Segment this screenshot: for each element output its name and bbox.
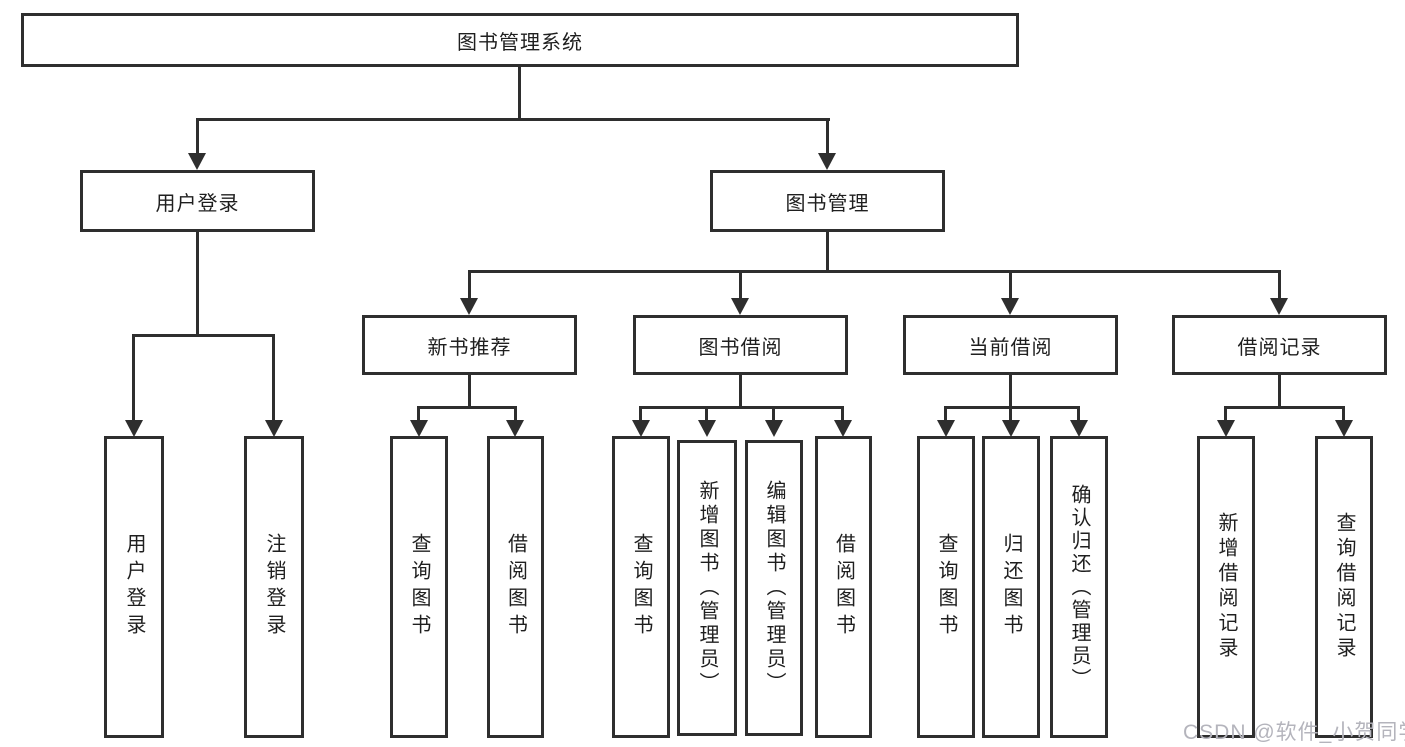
connector-drop	[1224, 406, 1227, 422]
leaf-query-books-recommend-label: 查询图书	[408, 533, 430, 641]
leaf-query-books-borrow-label: 查询图书	[630, 533, 652, 641]
connector-drop	[639, 406, 642, 422]
arrowhead-icon	[765, 420, 783, 437]
leaf-query-borrow-record: 查询借阅记录	[1315, 436, 1373, 738]
node-book-borrow-label: 图书借阅	[698, 336, 783, 359]
node-current-borrow-label: 当前借阅	[968, 336, 1053, 359]
arrowhead-icon	[1217, 420, 1235, 437]
connector-drop	[841, 406, 844, 422]
connector-drop	[514, 406, 517, 422]
connector-drop	[826, 118, 829, 155]
connector-stem	[739, 375, 742, 409]
leaf-query-books-current-label: 查询图书	[935, 533, 957, 641]
node-book-borrow: 图书借阅	[633, 315, 848, 375]
arrowhead-icon	[937, 420, 955, 437]
arrowhead-icon	[265, 420, 283, 437]
leaf-borrow-books-recommend-label: 借阅图书	[504, 533, 527, 641]
connector-branch	[468, 270, 1281, 273]
connector-drop	[944, 406, 947, 422]
leaf-edit-books-admin-label: 编辑图书（管理员）	[763, 480, 785, 696]
node-new-book-recommend-label: 新书推荐	[427, 336, 512, 359]
node-current-borrow: 当前借阅	[903, 315, 1118, 375]
node-book-management: 图书管理	[710, 170, 945, 232]
connector-drop	[705, 406, 708, 422]
connector-drop	[1342, 406, 1345, 422]
connector-stem	[1278, 375, 1281, 409]
leaf-confirm-return-admin-label: 确认归还（管理员）	[1068, 483, 1090, 691]
connector-drop	[1009, 406, 1012, 422]
node-new-book-recommend: 新书推荐	[362, 315, 577, 375]
arrowhead-icon	[632, 420, 650, 437]
connector-drop	[132, 334, 135, 422]
node-borrow-records-label: 借阅记录	[1237, 336, 1322, 359]
leaf-user-login: 用户登录	[104, 436, 164, 738]
leaf-return-books: 归还图书	[982, 436, 1040, 738]
leaf-confirm-return-admin: 确认归还（管理员）	[1050, 436, 1108, 738]
connector-drop	[417, 406, 420, 422]
arrowhead-icon	[410, 420, 428, 437]
connector-stem	[1009, 375, 1012, 409]
connector-branch	[944, 406, 1080, 409]
arrowhead-icon	[1335, 420, 1353, 437]
connector-drop	[1278, 270, 1281, 301]
connector-branch	[132, 334, 275, 337]
connector-drop	[468, 270, 471, 301]
leaf-query-borrow-record-label: 查询借阅记录	[1333, 512, 1355, 662]
arrowhead-icon	[506, 420, 524, 437]
leaf-add-books-admin: 新增图书（管理员）	[677, 440, 737, 736]
node-user-login: 用户登录	[80, 170, 315, 232]
leaf-user-login-label: 用户登录	[123, 533, 145, 641]
connector-drop	[1077, 406, 1080, 422]
connector-drop	[772, 406, 775, 422]
arrowhead-icon	[188, 153, 206, 170]
arrowhead-icon	[731, 298, 749, 315]
arrowhead-icon	[818, 153, 836, 170]
csdn-watermark: CSDN @软件_小贺同学	[1183, 721, 1405, 744]
leaf-add-borrow-record: 新增借阅记录	[1197, 436, 1255, 738]
arrowhead-icon	[698, 420, 716, 437]
arrowhead-icon	[125, 420, 143, 437]
leaf-edit-books-admin: 编辑图书（管理员）	[745, 440, 803, 736]
leaf-query-books-recommend: 查询图书	[390, 436, 448, 738]
leaf-borrow-books-recommend: 借阅图书	[487, 436, 544, 738]
connector-branch	[639, 406, 844, 409]
connector-drop	[739, 270, 742, 301]
leaf-add-borrow-record-label: 新增借阅记录	[1215, 512, 1237, 662]
leaf-query-books-borrow: 查询图书	[612, 436, 670, 738]
node-user-login-label: 用户登录	[155, 192, 240, 215]
connector-branch	[417, 406, 517, 409]
node-borrow-records: 借阅记录	[1172, 315, 1387, 375]
connector-stem	[468, 375, 471, 409]
arrowhead-icon	[1001, 298, 1019, 315]
arrowhead-icon	[1002, 420, 1020, 437]
leaf-logout-label: 注销登录	[263, 533, 285, 641]
connector-stem	[518, 64, 521, 120]
leaf-add-books-admin-label: 新增图书（管理员）	[696, 480, 718, 696]
node-root-label: 图书管理系统	[457, 31, 583, 54]
leaf-logout: 注销登录	[244, 436, 304, 738]
arrowhead-icon	[460, 298, 478, 315]
leaf-query-books-current: 查询图书	[917, 436, 975, 738]
connector-drop	[272, 334, 275, 422]
connector-branch	[196, 118, 830, 121]
arrowhead-icon	[1270, 298, 1288, 315]
node-book-management-label: 图书管理	[785, 192, 870, 215]
arrowhead-icon	[834, 420, 852, 437]
leaf-borrow-books-borrow: 借阅图书	[815, 436, 872, 738]
node-root: 图书管理系统	[21, 13, 1019, 67]
connector-branch	[1224, 406, 1345, 409]
arrowhead-icon	[1070, 420, 1088, 437]
connector-drop	[196, 118, 199, 155]
leaf-return-books-label: 归还图书	[1000, 533, 1022, 641]
leaf-borrow-books-borrow-label: 借阅图书	[832, 533, 855, 641]
connector-stem	[826, 232, 829, 273]
connector-drop	[1009, 270, 1012, 301]
connector-stem	[196, 232, 199, 337]
